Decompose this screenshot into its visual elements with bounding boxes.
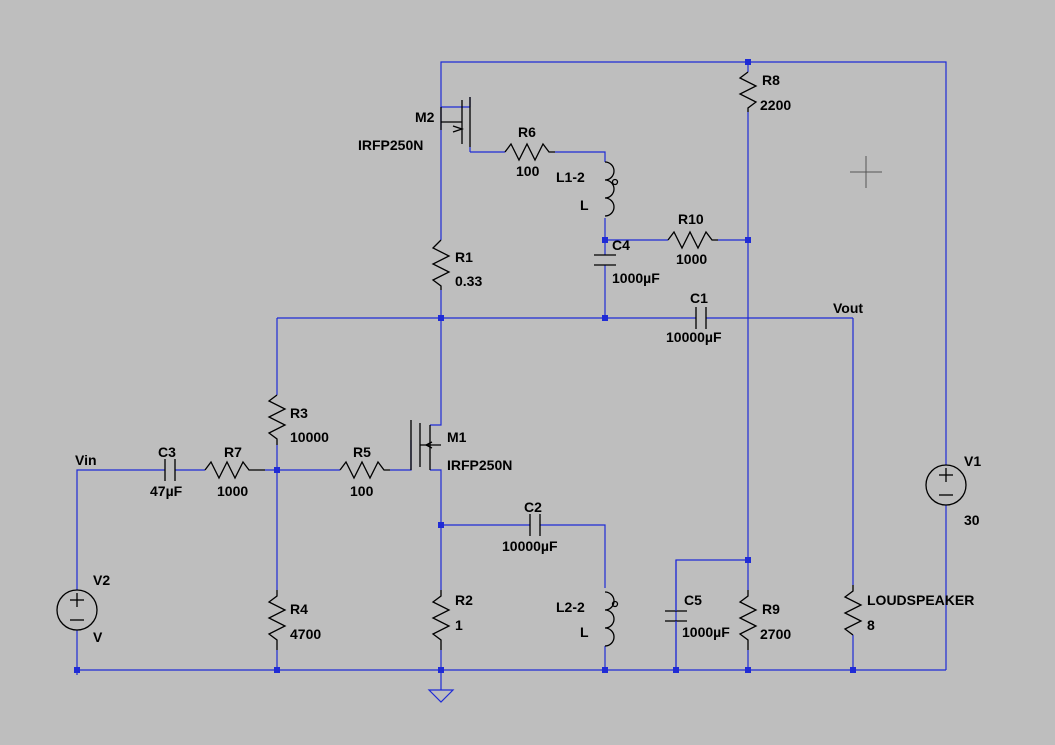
voltage-source-v1 (925, 464, 967, 506)
resistor-r5 (339, 460, 390, 480)
m1-value: IRFP250N (447, 457, 512, 473)
resistor-r2 (431, 590, 451, 650)
r6-ref: R6 (518, 124, 536, 140)
c3-value: 47µF (150, 483, 183, 499)
r9-value: 2700 (760, 626, 791, 642)
c4-ref: C4 (612, 237, 630, 253)
r1-value: 0.33 (455, 273, 482, 289)
capacitor-c1 (695, 307, 707, 329)
l2-value: L (580, 624, 589, 640)
r8-value: 2200 (760, 97, 791, 113)
resistor-r1 (431, 239, 451, 290)
c2-value: 10000µF (502, 538, 558, 554)
ground-symbol (427, 689, 455, 703)
wires (76, 61, 947, 690)
c1-ref: C1 (690, 290, 708, 306)
resistor-r9 (738, 590, 758, 650)
c2-ref: C2 (524, 499, 542, 515)
l1-value: L (580, 197, 589, 213)
r1-ref: R1 (455, 249, 473, 265)
r8-ref: R8 (762, 72, 780, 88)
resistor-loudspeaker (843, 585, 863, 636)
r7-value: 1000 (217, 483, 248, 499)
capacitor-c2 (529, 514, 541, 536)
l2-ref: L2-2 (556, 599, 585, 615)
v2-ref: V2 (93, 572, 110, 588)
capacitor-c4 (594, 254, 616, 266)
c4-value: 1000µF (612, 270, 660, 286)
crosshair-cursor-icon (850, 156, 882, 188)
junctions (74, 59, 856, 673)
r2-value: 1 (455, 617, 463, 633)
r10-value: 1000 (676, 251, 707, 267)
c1-value: 10000µF (666, 329, 722, 345)
net-label-vin: Vin (75, 452, 97, 468)
r4-value: 4700 (290, 626, 321, 642)
c5-ref: C5 (684, 592, 702, 608)
resistor-r7 (204, 460, 265, 480)
resistor-r6 (504, 142, 555, 162)
inductor-l2 (604, 591, 615, 647)
r10-ref: R10 (678, 211, 704, 227)
resistor-r10 (667, 230, 718, 250)
m1-ref: M1 (447, 429, 467, 445)
v1-value: 30 (964, 512, 980, 528)
resistor-r8 (738, 71, 758, 112)
v2-value: V (93, 629, 103, 645)
r9-ref: R9 (762, 601, 780, 617)
net-label-vout: Vout (833, 300, 863, 316)
r7-ref: R7 (224, 444, 242, 460)
r4-ref: R4 (290, 601, 308, 617)
r3-value: 10000 (290, 429, 329, 445)
c3-ref: C3 (158, 444, 176, 460)
r3-ref: R3 (290, 405, 308, 421)
r2-ref: R2 (455, 592, 473, 608)
loudspeaker-ref: LOUDSPEAKER (867, 592, 974, 608)
voltage-source-v2 (56, 589, 98, 631)
resistor-r4 (267, 590, 287, 650)
r6-value: 100 (516, 163, 540, 179)
m2-value: IRFP250N (358, 137, 423, 153)
r5-value: 100 (350, 483, 374, 499)
resistor-r3 (267, 394, 287, 445)
c5-value: 1000µF (682, 624, 730, 640)
mosfet-m2 (440, 97, 471, 147)
loudspeaker-value: 8 (867, 617, 875, 633)
m2-ref: M2 (415, 109, 435, 125)
v1-ref: V1 (964, 453, 981, 469)
inductor-l1 (604, 161, 615, 217)
r5-ref: R5 (353, 444, 371, 460)
mosfet-m1 (410, 420, 441, 470)
l1-ref: L1-2 (556, 169, 585, 185)
capacitor-c3 (164, 459, 176, 481)
